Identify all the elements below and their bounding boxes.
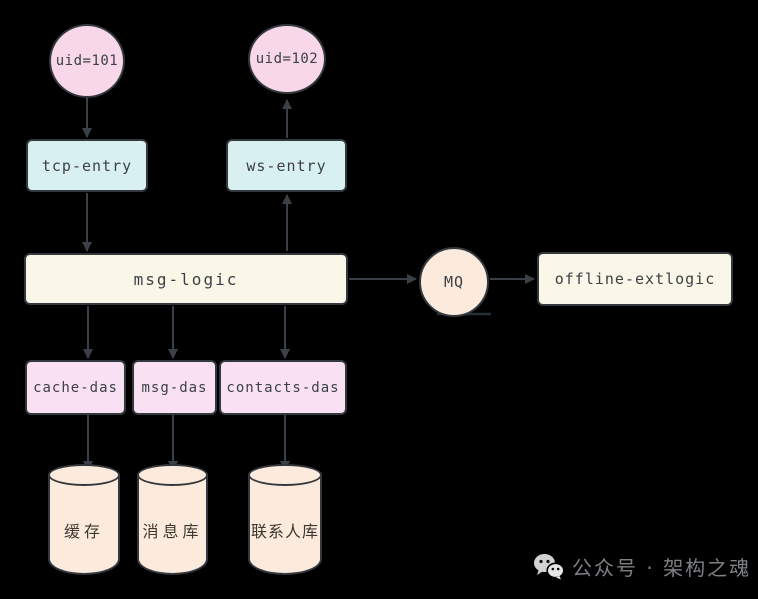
- msg-das-label: msg-das: [141, 379, 208, 396]
- mq-node: MQ: [419, 247, 489, 317]
- uid102-node: uid=102: [248, 24, 326, 94]
- msg-db-cylinder: 消息库: [137, 464, 208, 575]
- msg-das-node: msg-das: [132, 360, 217, 415]
- offline-extlogic-node: offline-extlogic: [537, 252, 733, 306]
- uid101-node: uid=101: [49, 24, 125, 98]
- msg-logic-node: msg-logic: [24, 253, 348, 305]
- watermark: 公众号 · 架构之魂: [533, 552, 751, 581]
- tcp-entry-node: tcp-entry: [26, 139, 148, 192]
- wechat-icon: [534, 554, 564, 580]
- offline-extlogic-label: offline-extlogic: [554, 270, 716, 288]
- cache-db-label: 缓存: [63, 522, 104, 541]
- contacts-das-node: contacts-das: [219, 360, 347, 415]
- msg-db-label: 消息库: [142, 522, 203, 541]
- uid101-label: uid=101: [55, 53, 119, 69]
- uid102-label: uid=102: [255, 51, 319, 67]
- tcp-entry-label: tcp-entry: [41, 156, 133, 175]
- ws-entry-label: ws-entry: [246, 156, 327, 175]
- cache-das-label: cache-das: [33, 379, 118, 396]
- contacts-db-label: 联系人库: [250, 522, 319, 541]
- contacts-db-cylinder: 联系人库: [248, 464, 322, 575]
- ws-entry-node: ws-entry: [226, 139, 347, 192]
- cache-das-node: cache-das: [25, 360, 126, 415]
- msg-logic-label: msg-logic: [133, 269, 239, 289]
- mq-label: MQ: [443, 273, 465, 291]
- cache-db-cylinder: 缓存: [48, 464, 120, 575]
- contacts-das-label: contacts-das: [226, 379, 340, 396]
- watermark-text: 公众号 · 架构之魂: [572, 556, 752, 580]
